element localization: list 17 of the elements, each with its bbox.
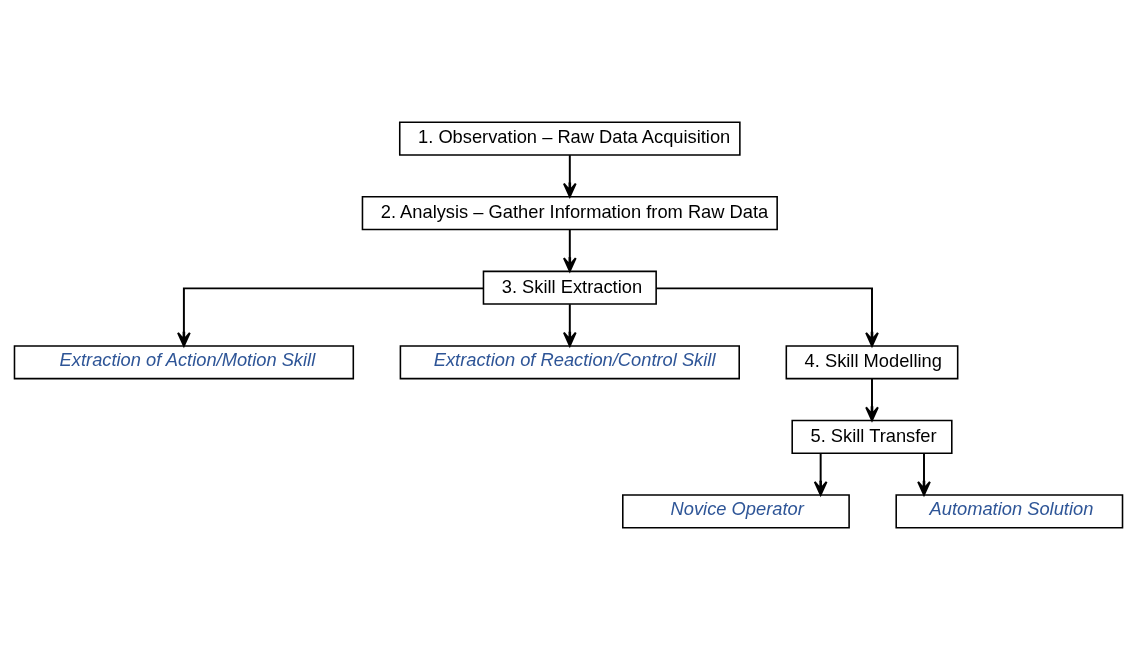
arrow <box>562 303 577 347</box>
node-box: 3. Skill Extraction <box>482 270 657 305</box>
arrow <box>865 377 879 422</box>
arrow <box>917 452 931 496</box>
arrow <box>562 228 577 273</box>
node-box: 5. Skill Transfer <box>791 419 953 454</box>
node-box: 1. Observation – Raw Data Acquisition <box>398 121 741 156</box>
arrow <box>655 287 879 347</box>
node-box: 4. Skill Modelling <box>785 345 959 380</box>
node-box: Automation Solution <box>895 494 1124 529</box>
node-box: Extraction of Reaction/Control Skill <box>399 345 740 380</box>
node-box: Extraction of Action/Motion Skill <box>13 345 355 380</box>
arrow <box>562 154 577 198</box>
node-box: Novice Operator <box>622 494 850 529</box>
node-box: 2. Analysis – Gather Information from Raw Data <box>361 196 778 231</box>
arrow <box>813 452 828 496</box>
arrow <box>177 287 485 347</box>
